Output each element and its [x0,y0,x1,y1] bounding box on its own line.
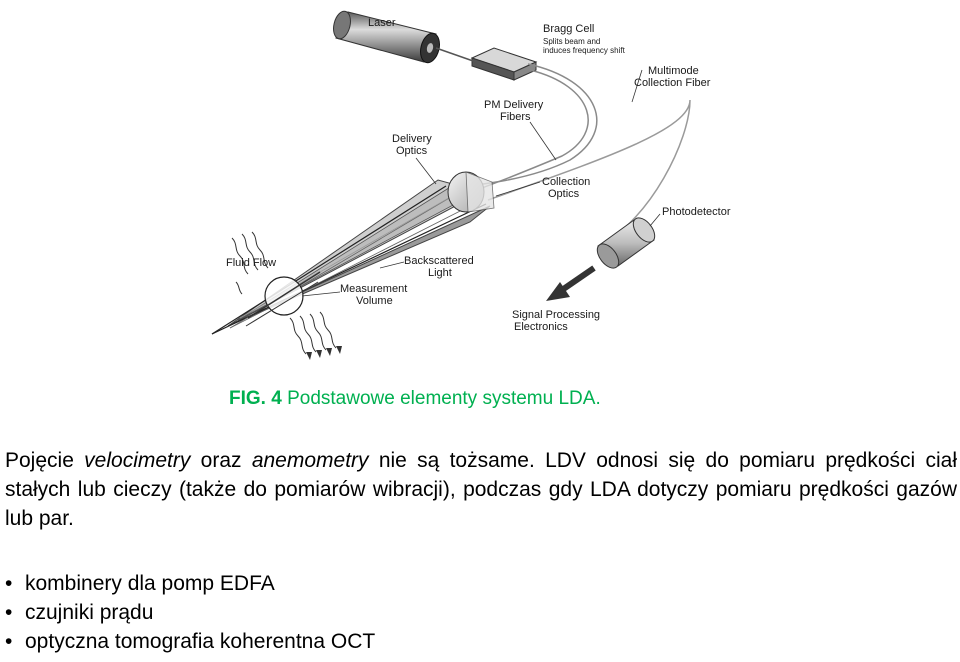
collection-optics-lens [447,171,495,213]
label-pm-delivery-1: PM Delivery [484,99,544,111]
label-delivery-optics-2: Optics [396,145,428,157]
label-backscattered-1: Backscattered [404,255,474,267]
label-fluid-flow: Fluid Flow [226,257,276,269]
figure-number: FIG. 4 [229,388,282,409]
paragraph-part-3: nie są tożsame. LDV odnosi się do pomiar… [5,449,957,530]
label-signal-processing-2: Electronics [514,321,568,333]
term-anemometry: anemometry [251,449,369,472]
lda-diagram: Laser Bragg Cell Splits beam and induces… [211,10,731,360]
bragg-cell-component [470,47,538,81]
multimode-collection-fiber [487,99,691,246]
label-bragg-sub1: Splits beam and [543,37,600,46]
list-item-text: czujniki prądu [25,601,154,624]
bullet-icon: • [5,630,13,653]
label-collection-optics-1: Collection [542,176,590,188]
fluid-flow-arrows [231,231,337,355]
leader-lines [301,69,661,297]
label-backscattered-2: Light [428,267,452,279]
list-item: • kombinery dla pomp EDFA [5,569,375,598]
term-velocimetry: velocimetry [84,449,191,472]
label-measurement-1: Measurement [340,283,407,295]
laser-component [333,10,440,64]
list-item-text: optyczna tomografia koherentna OCT [25,630,376,653]
label-bragg-cell: Bragg Cell [543,23,594,35]
body-paragraph: Pojęcie velocimetry oraz anemometry nie … [5,446,957,533]
label-pm-delivery-2: Fibers [500,111,531,123]
paragraph-part-1: Pojęcie [5,449,85,472]
label-multimode-1: Multimode [648,65,699,77]
paragraph-part-2: oraz [190,449,252,472]
photodetector-component [596,217,656,269]
signal-arrow [546,265,596,301]
list-item: • optyczna tomografia koherentna OCT [5,627,375,656]
bullet-list: • kombinery dla pomp EDFA • czujniki prądu… [5,569,375,656]
bullet-icon: • [5,572,13,595]
label-signal-processing-1: Signal Processing [512,309,600,321]
label-delivery-optics-1: Delivery [392,133,432,145]
bullet-icon: • [5,601,13,624]
list-item-text: kombinery dla pomp EDFA [25,572,275,595]
fluid-flow-arrowheads [306,346,342,360]
label-bragg-sub2: induces frequency shift [543,46,626,55]
label-measurement-2: Volume [356,295,393,307]
laser-beam [435,47,477,63]
label-photodetector: Photodetector [662,206,731,218]
figure-caption-text: Podstawowe elementy systemu LDA. [287,388,601,409]
label-collection-optics-2: Optics [548,188,580,200]
figure-caption: FIG. 4 Podstawowe elementy systemu LDA. [229,388,601,410]
list-item: • czujniki prądu [5,598,375,627]
label-laser: Laser [368,17,396,29]
label-multimode-2: Collection Fiber [634,77,711,89]
